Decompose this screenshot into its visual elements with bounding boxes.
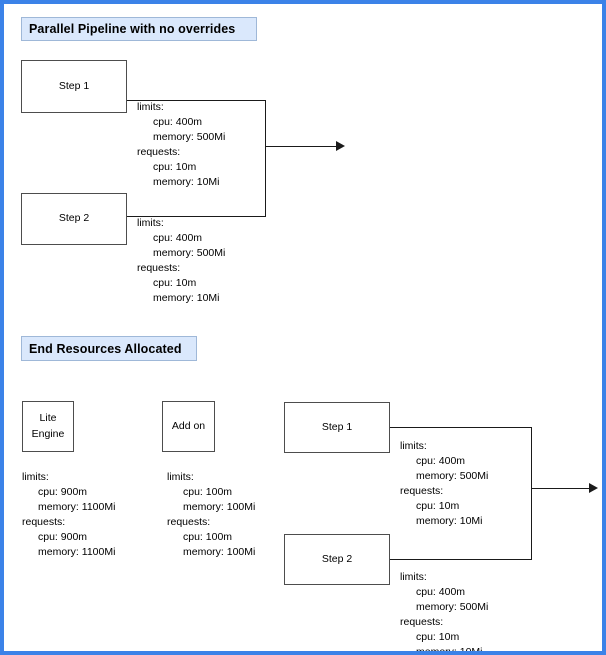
- spec-requests-memory: memory: 10Mi: [153, 291, 220, 304]
- connector-end-step2-to-bus: [390, 559, 531, 560]
- spec-requests-memory: memory: 10Mi: [416, 514, 483, 527]
- section-heading-parallel-pipeline: Parallel Pipeline with no overrides: [21, 17, 257, 41]
- spec-requests-memory: memory: 10Mi: [153, 175, 220, 188]
- arrow-head-icon-end-output: [589, 483, 598, 493]
- spec-limits-memory: memory: 500Mi: [416, 469, 489, 482]
- spec-requests-label: requests:: [167, 515, 211, 528]
- connector-parallel-step2-to-bus: [127, 216, 266, 217]
- spec-limits-label: limits:: [400, 571, 427, 583]
- spec-requests-label: requests:: [137, 261, 181, 274]
- arrow-head-icon-parallel-output: [336, 141, 345, 151]
- spec-requests-cpu: cpu: 10m: [416, 499, 460, 512]
- node-end-step-2[interactable]: Step 2: [284, 534, 390, 585]
- spec-requests-memory: memory: 100Mi: [183, 545, 256, 558]
- spec-limits-memory: memory: 500Mi: [416, 600, 489, 613]
- spec-end-step-1: limits: cpu: 400m memory: 500Mi requests…: [400, 439, 488, 528]
- node-parallel-step-1[interactable]: Step 1: [21, 60, 127, 113]
- spec-limits-cpu: cpu: 100m: [183, 485, 233, 498]
- section-heading-end-resources-allocated: End Resources Allocated: [21, 336, 197, 361]
- connector-end-output: [531, 488, 590, 489]
- spec-lite-engine: limits: cpu: 900m memory: 1100Mi request…: [22, 470, 115, 559]
- spec-parallel-step-1: limits: cpu: 400m memory: 500Mi requests…: [137, 100, 225, 189]
- spec-limits-memory: memory: 500Mi: [153, 246, 226, 259]
- spec-requests-memory: memory: 1100Mi: [38, 545, 116, 558]
- spec-parallel-step-2: limits: cpu: 400m memory: 500Mi requests…: [137, 216, 225, 305]
- spec-limits-memory: memory: 100Mi: [183, 500, 256, 513]
- node-parallel-step-2[interactable]: Step 2: [21, 193, 127, 245]
- spec-requests-cpu: cpu: 10m: [153, 276, 197, 289]
- spec-requests-memory: memory: 10Mi: [416, 645, 483, 655]
- node-lite-engine[interactable]: Lite Engine: [22, 401, 74, 452]
- node-add-on-label: Add on: [171, 419, 206, 432]
- spec-limits-memory: memory: 1100Mi: [38, 500, 116, 513]
- spec-limits-cpu: cpu: 400m: [416, 454, 466, 467]
- spec-add-on: limits: cpu: 100m memory: 100Mi requests…: [167, 470, 255, 559]
- spec-requests-label: requests:: [400, 615, 444, 628]
- spec-limits-label: limits:: [137, 101, 164, 113]
- spec-requests-label: requests:: [137, 145, 181, 158]
- node-add-on[interactable]: Add on: [162, 401, 215, 452]
- connector-parallel-output: [265, 146, 337, 147]
- spec-end-step-2: limits: cpu: 400m memory: 500Mi requests…: [400, 570, 489, 655]
- spec-limits-cpu: cpu: 900m: [38, 485, 88, 498]
- spec-requests-cpu: cpu: 10m: [416, 630, 460, 643]
- spec-limits-label: limits:: [22, 471, 49, 483]
- node-lite-engine-label: Lite Engine: [31, 412, 65, 440]
- spec-limits-cpu: cpu: 400m: [153, 231, 203, 244]
- spec-requests-cpu: cpu: 100m: [183, 530, 233, 543]
- spec-limits-cpu: cpu: 400m: [153, 115, 203, 128]
- spec-limits-label: limits:: [137, 217, 164, 229]
- spec-limits-memory: memory: 500Mi: [153, 130, 226, 143]
- node-end-step-1[interactable]: Step 1: [284, 402, 390, 453]
- spec-limits-label: limits:: [400, 440, 427, 452]
- spec-requests-cpu: cpu: 900m: [38, 530, 88, 543]
- spec-limits-label: limits:: [167, 471, 194, 483]
- connector-end-step1-to-bus: [390, 427, 531, 428]
- spec-requests-cpu: cpu: 10m: [153, 160, 197, 173]
- connector-parallel-vertical-bus: [265, 100, 266, 217]
- spec-requests-label: requests:: [22, 515, 66, 528]
- spec-limits-cpu: cpu: 400m: [416, 585, 466, 598]
- connector-parallel-step1-to-bus: [127, 100, 266, 101]
- spec-requests-label: requests:: [400, 484, 444, 497]
- connector-end-vertical-bus: [531, 427, 532, 560]
